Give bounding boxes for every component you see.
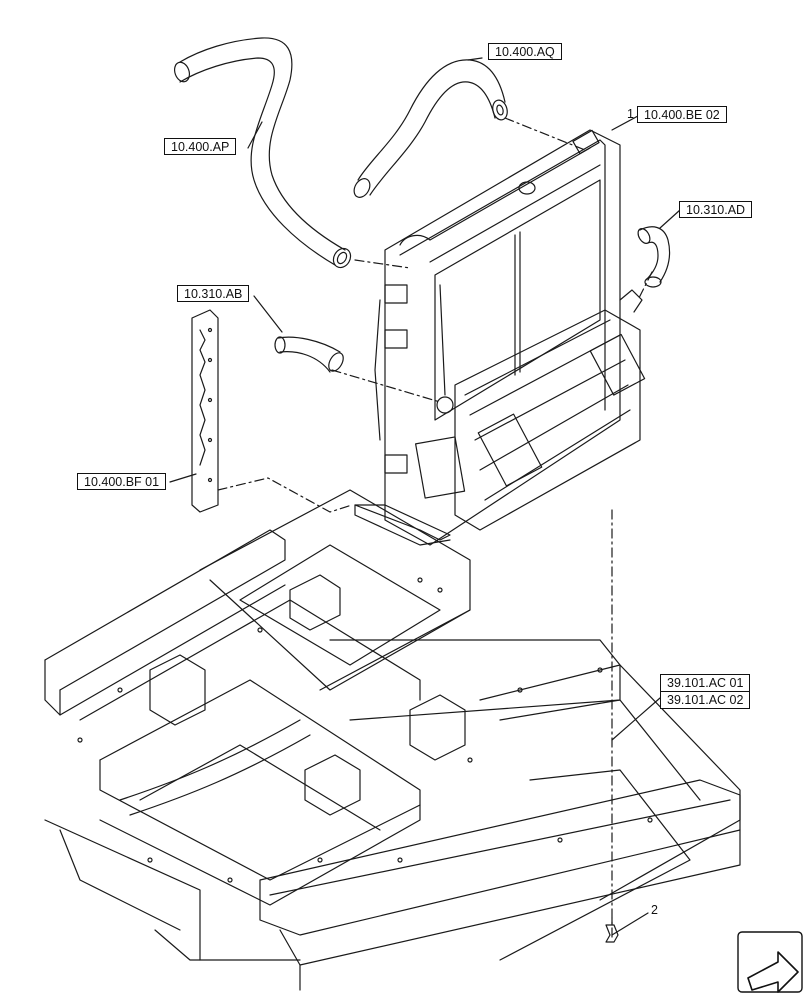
- chassis-frame: [44, 489, 741, 991]
- item-number-bolt: 2: [651, 903, 658, 917]
- hose-small-right: [637, 226, 671, 288]
- bolt: [605, 912, 649, 943]
- arrow-back-icon[interactable]: [737, 931, 803, 993]
- hose-small-left: [274, 336, 344, 373]
- ref-label-frame-stack: 39.101.AC 01 39.101.AC 02: [660, 674, 751, 709]
- item-number-radiator: 1: [627, 107, 634, 121]
- ref-label-frame-2[interactable]: 39.101.AC 02: [661, 691, 750, 708]
- assembly-lines: [217, 117, 653, 941]
- hose-upper-left: [173, 37, 352, 269]
- leader-lines: [169, 57, 681, 741]
- radiator-assembly: [354, 129, 646, 546]
- hose-upper-right: [353, 59, 508, 198]
- ref-label-hose-small-right[interactable]: 10.310.AD: [679, 201, 753, 218]
- ref-label-side-bracket[interactable]: 10.400.BF 01: [77, 473, 167, 490]
- ref-label-hose-upper-left[interactable]: 10.400.AP: [164, 138, 237, 155]
- ref-label-hose-upper-right[interactable]: 10.400.AQ: [488, 43, 562, 60]
- ref-label-frame-1[interactable]: 39.101.AC 01: [667, 676, 744, 690]
- ref-label-hose-small-left[interactable]: 10.310.AB: [177, 285, 250, 302]
- ref-label-radiator[interactable]: 10.400.BE 02: [637, 106, 727, 123]
- side-bracket: [191, 309, 219, 513]
